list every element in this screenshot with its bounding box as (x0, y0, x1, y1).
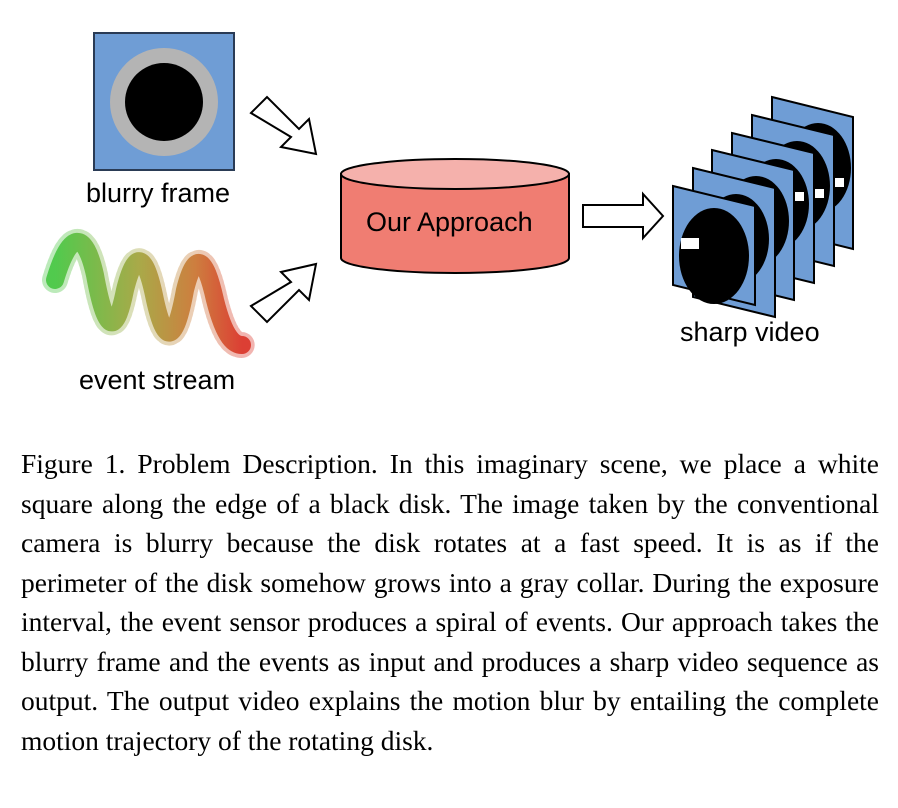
arrow-approach-to-video (582, 191, 665, 241)
figure-diagram (42, 32, 854, 358)
arrow-events-to-approach (249, 262, 318, 324)
sharp-video-label: sharp video (680, 317, 820, 347)
approach-label: Our Approach (366, 207, 533, 237)
arrow-frame-to-approach (249, 95, 318, 156)
approach-cylinder (340, 158, 570, 274)
sharp-video-frames (672, 95, 854, 319)
blurry-frame-label: blurry frame (86, 178, 231, 208)
event-stream-label: event stream (79, 365, 236, 395)
black-disk (125, 63, 203, 141)
figure-caption: Figure 1. Problem Description. In this i… (21, 448, 879, 756)
blurry-frame-image (93, 32, 235, 171)
video-frame-1 (672, 184, 756, 307)
event-stream-image (42, 229, 255, 358)
figure: blurry frame event stream Our Approach s… (42, 32, 854, 395)
